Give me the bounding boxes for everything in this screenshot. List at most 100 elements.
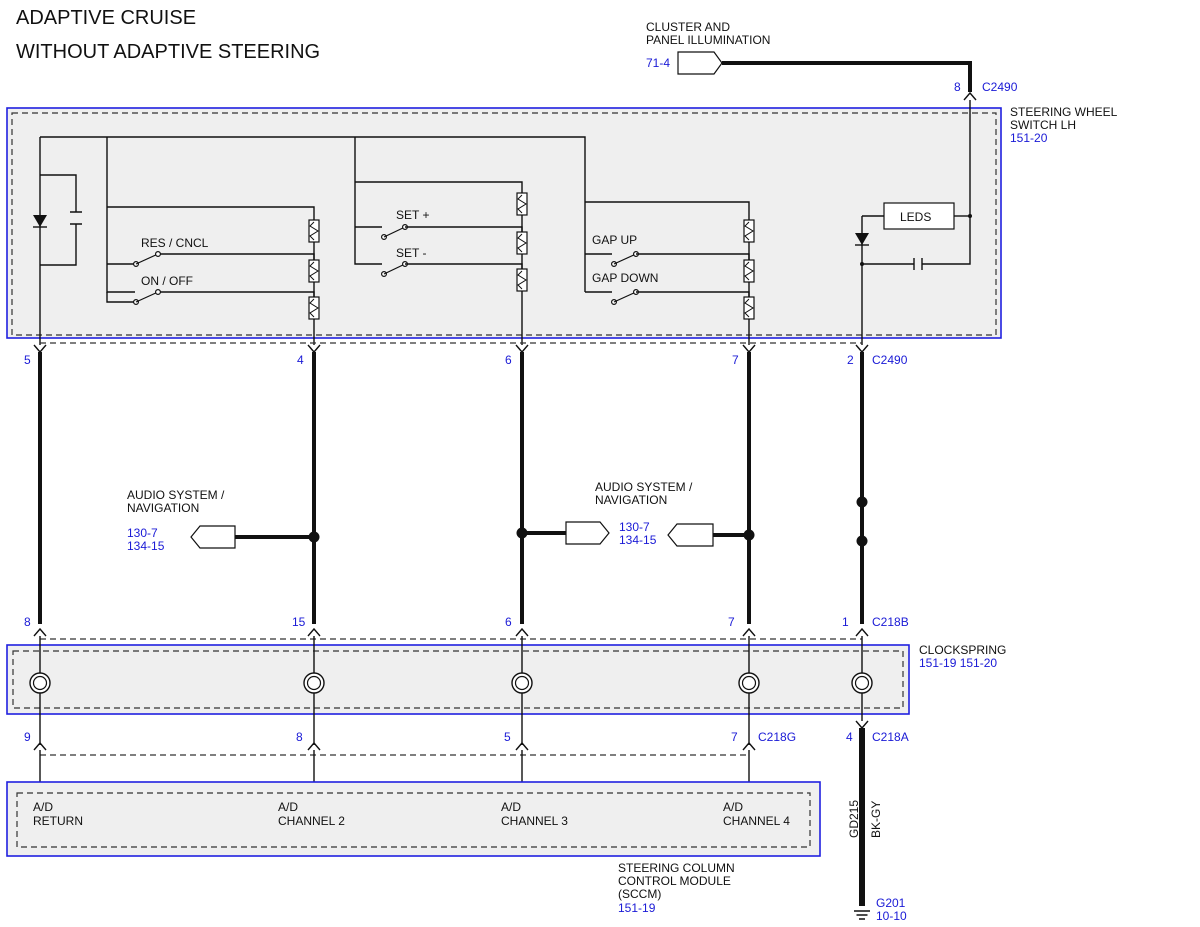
cap-wire (40, 174, 77, 266)
switch-top-bus (40, 136, 586, 292)
sccm: A/D RETURN A/D CHANNEL 2 A/D CHANNEL 3 A… (6, 781, 821, 915)
switch-contact-icon (155, 289, 162, 296)
connector-arrow-icon (855, 627, 869, 637)
steering-wheel-switch: STEERING WHEEL SWITCH LH 151-20 RES / CN… (6, 100, 1118, 345)
res-switch-blade (135, 253, 159, 265)
c2490-pin-2: 2 (847, 353, 854, 367)
c2490-bottom-connector: C2490 (872, 353, 908, 367)
gap-up-blade (613, 253, 637, 265)
audio-left-ref2: 134-15 (127, 539, 165, 553)
c218g-pin-9: 9 (24, 730, 31, 744)
c218b-pin-15: 15 (292, 615, 306, 629)
switch-contact-icon (155, 251, 162, 258)
cluster-connector: C2490 (982, 80, 1018, 94)
res-cncl-label: RES / CNCL (141, 236, 209, 250)
sccm-outer-box (6, 781, 821, 857)
connector-arrow-icon (33, 741, 47, 751)
audio-left-label-line2: NAVIGATION (127, 501, 199, 515)
connector-arrow-icon (307, 741, 321, 751)
clockspring-outer-box (6, 644, 910, 715)
audio-right-connector-icon (667, 523, 714, 547)
resistor-icon (308, 259, 320, 283)
cluster-pin: 8 (954, 80, 961, 94)
sccm-ch3-line2: CHANNEL 3 (501, 814, 568, 828)
sccm-name-line2: CONTROL MODULE (618, 874, 731, 888)
c218g-pin-5: 5 (504, 730, 511, 744)
audio-center-ref2: 134-15 (619, 533, 657, 547)
sccm-name-line3: (SCCM) (618, 887, 661, 901)
cluster-label-line1: CLUSTER AND (646, 20, 730, 34)
c218b-pin-8: 8 (24, 615, 31, 629)
connector-arrow-icon (742, 741, 756, 751)
connector-arrow-icon (855, 344, 869, 354)
splice-dot (856, 496, 868, 508)
switch-ref: 151-20 (1010, 131, 1048, 145)
sccm-ref: 151-19 (618, 901, 656, 915)
audio-left-connector-icon (190, 525, 236, 549)
audio-right: AUDIO SYSTEM / NAVIGATION (595, 480, 755, 547)
connector-arrow-icon (33, 344, 47, 354)
clockspring-name: CLOCKSPRING (919, 643, 1006, 657)
sccm-input-wires (39, 750, 750, 793)
cluster-label-line2: PANEL ILLUMINATION (646, 33, 770, 47)
c2490-arrows (33, 344, 869, 354)
resistor-icon (516, 268, 528, 292)
set-section-rail (354, 137, 382, 265)
set-minus-label: SET - (396, 246, 426, 260)
c2490-pin-5: 5 (24, 353, 31, 367)
c2490-pin-4: 4 (297, 353, 304, 367)
set-top-wire (355, 181, 523, 193)
sccm-ch4-line1: A/D (723, 800, 743, 814)
sccm-ch1-line2: RETURN (33, 814, 83, 828)
cluster-ref: 71-4 (646, 56, 670, 70)
resistor-icon (516, 231, 528, 255)
leds-return-wire (862, 100, 971, 265)
c218a-pin-4: 4 (846, 730, 853, 744)
sccm-ch4-line2: CHANNEL 4 (723, 814, 790, 828)
junction-dot (968, 214, 972, 218)
clockspring-coil-icon (29, 672, 51, 694)
audio-right-label-line2: NAVIGATION (595, 493, 667, 507)
audio-center-ref1: 130-7 (619, 520, 650, 534)
set-minus-blade (383, 263, 406, 275)
ground-circuit: GD215 (847, 800, 861, 838)
switch-name-line1: STEERING WHEEL (1010, 105, 1118, 119)
resistor-icon (743, 259, 755, 283)
resistor-icon (743, 296, 755, 320)
gap-up-label: GAP UP (592, 233, 637, 247)
capacitor-icon (913, 258, 923, 270)
resistor-icon (308, 296, 320, 320)
clockspring-coil-icon (851, 672, 873, 694)
clockspring-refs: 151-19 151-20 (919, 656, 997, 670)
switch-outer-box (6, 107, 1002, 339)
c218b-pin-6: 6 (505, 615, 512, 629)
resistor-icon (516, 192, 528, 216)
connector-arrow-icon (33, 627, 47, 637)
splice-dot (743, 529, 755, 541)
on-switch-in (106, 292, 134, 303)
connector-arrow-icon (515, 741, 529, 751)
gap-down-blade (613, 291, 637, 303)
clockspring-coil-icon (738, 672, 760, 694)
audio-right-label-line1: AUDIO SYSTEM / (595, 480, 693, 494)
clockspring-coil-icon (511, 672, 533, 694)
junction-dot (860, 262, 864, 266)
diode-icon (33, 215, 47, 227)
sccm-ch2-line1: A/D (278, 800, 298, 814)
ground-icon (854, 910, 870, 920)
c218g-pin-7: 7 (731, 730, 738, 744)
audio-left-label-line1: AUDIO SYSTEM / (127, 488, 225, 502)
c218b-connector: C218B (872, 615, 909, 629)
sccm-ch3-line1: A/D (501, 800, 521, 814)
led-diode-icon (855, 233, 869, 245)
res-top-wire (107, 206, 315, 220)
diagram-title-line2: WITHOUT ADAPTIVE STEERING (16, 41, 320, 63)
c2490-pin-6: 6 (505, 353, 512, 367)
resistor-icon (308, 219, 320, 243)
splice-dot (308, 531, 320, 543)
ground-ref: 10-10 (876, 909, 907, 923)
splice-dot (856, 535, 868, 547)
connector-arrow-icon (307, 344, 321, 354)
connector-arrow-icon (307, 627, 321, 637)
